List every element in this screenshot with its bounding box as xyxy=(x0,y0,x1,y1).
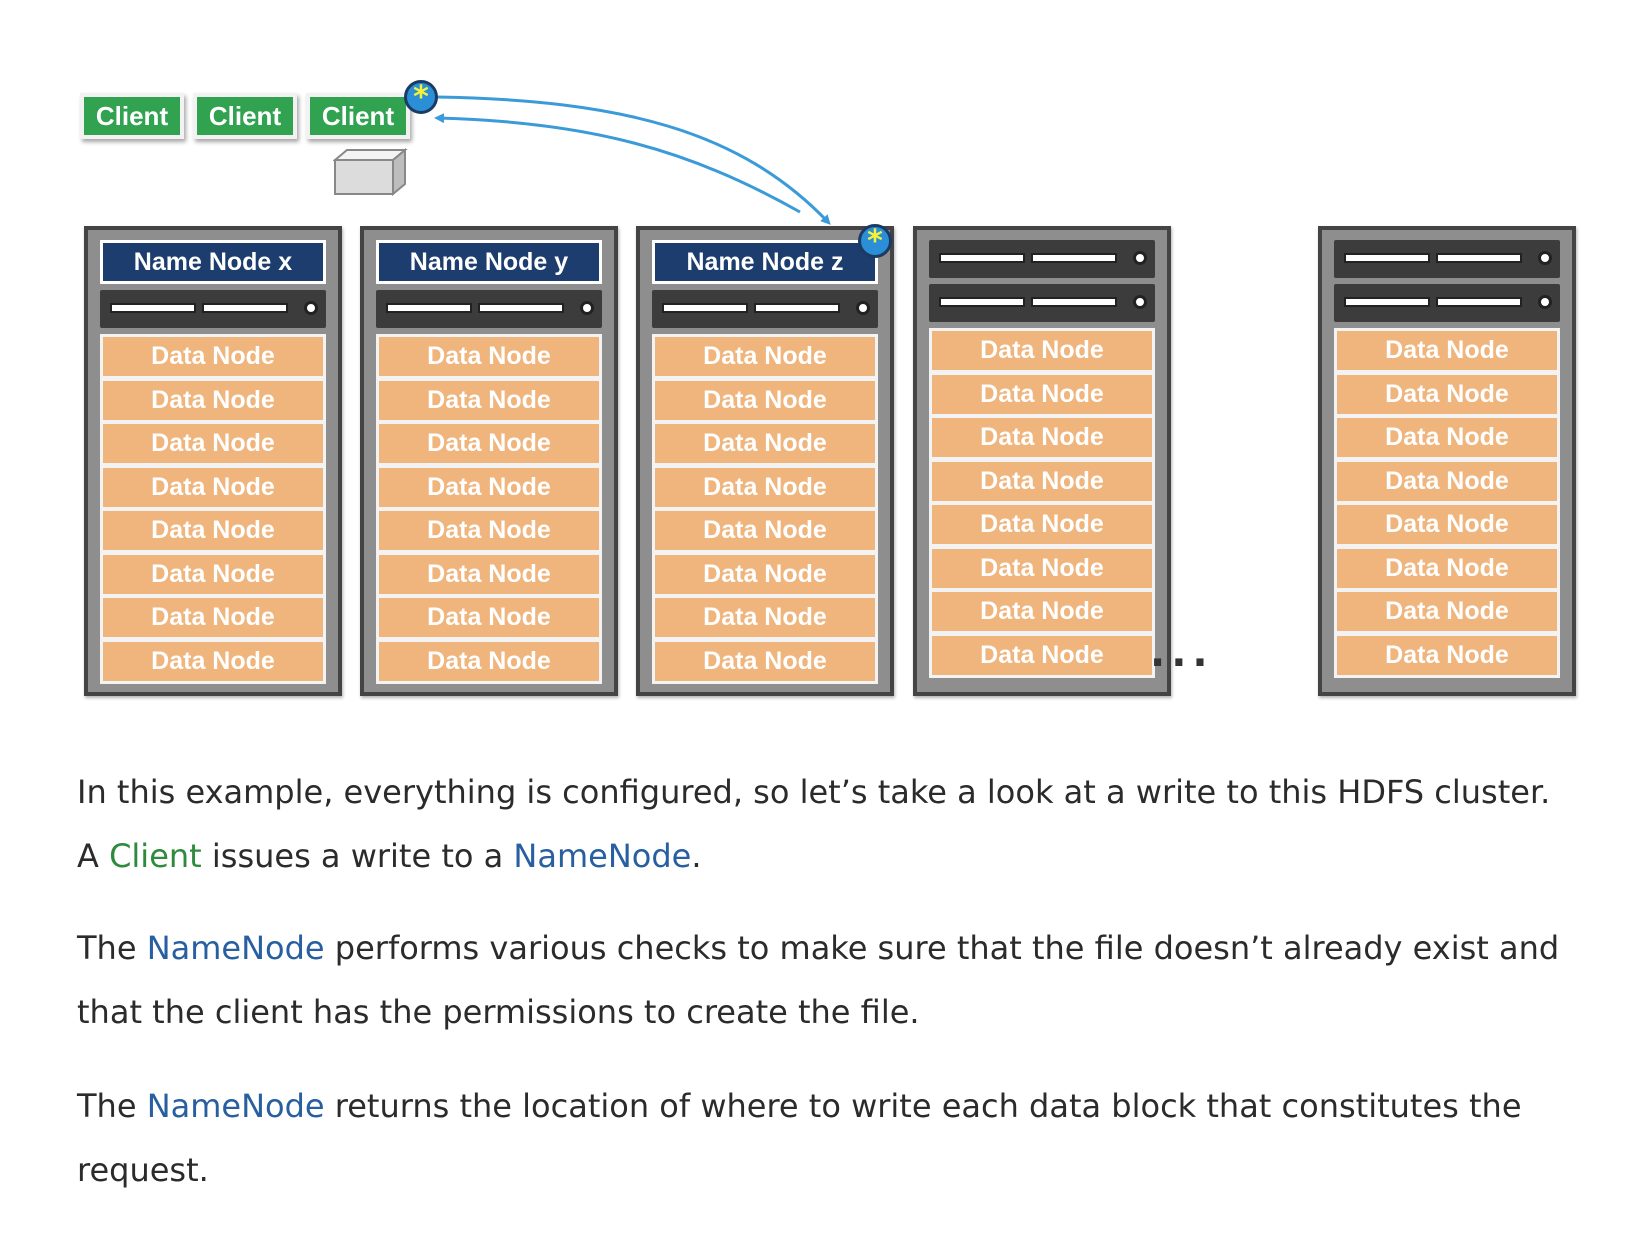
data-node: Data Node xyxy=(932,331,1152,370)
data-node: Data Node xyxy=(1337,505,1557,544)
data-node: Data Node xyxy=(932,548,1152,588)
server-unit xyxy=(929,240,1155,278)
data-node: Data Node xyxy=(655,380,875,420)
server-unit xyxy=(100,290,326,328)
data-node: Data Node xyxy=(655,511,875,550)
data-node: Data Node xyxy=(379,641,599,681)
data-node: Data Node xyxy=(655,424,875,463)
data-node: Data Node xyxy=(655,641,875,681)
data-node: Data Node xyxy=(655,337,875,376)
data-node: Data Node xyxy=(379,380,599,420)
data-node: Data Node xyxy=(379,467,599,507)
data-node: Data Node xyxy=(103,511,323,550)
data-node: Data Node xyxy=(1337,592,1557,631)
active-namenode-star-icon: * xyxy=(858,224,892,258)
data-node: Data Node xyxy=(103,467,323,507)
active-client-star-icon: * xyxy=(404,80,438,114)
power-led-icon xyxy=(1133,251,1147,265)
data-block-icon xyxy=(333,148,408,197)
client-box-active: Client xyxy=(306,93,410,139)
data-node: Data Node xyxy=(655,467,875,507)
data-node: Data Node xyxy=(932,505,1152,544)
arrow-client-to-namenode xyxy=(435,95,831,225)
data-node: Data Node xyxy=(103,337,323,376)
client-box: Client xyxy=(80,93,184,139)
name-node-label: Name Node y xyxy=(376,240,602,284)
data-node: Data Node xyxy=(932,635,1152,675)
data-node: Data Node xyxy=(379,511,599,550)
namenode-term: NameNode xyxy=(513,837,692,875)
data-node: Data Node xyxy=(103,554,323,594)
data-node: Data Node xyxy=(103,598,323,637)
server-unit xyxy=(929,284,1155,322)
power-led-icon xyxy=(1133,295,1147,309)
data-node: Data Node xyxy=(379,337,599,376)
client-term: Client xyxy=(109,837,202,875)
data-node: Data Node xyxy=(655,554,875,594)
data-node: Data Node xyxy=(1337,461,1557,501)
data-node: Data Node xyxy=(932,374,1152,414)
hdfs-cluster-diagram: Client Client Client Name Node x Data Nod… xyxy=(80,80,1576,696)
power-led-icon xyxy=(580,301,594,315)
name-node-label: Name Node z xyxy=(652,240,878,284)
server-unit xyxy=(652,290,878,328)
arrow-namenode-to-client xyxy=(434,113,801,214)
client-box: Client xyxy=(193,93,297,139)
paragraph-namenode-returns: The NameNode returns the location of whe… xyxy=(77,1087,1522,1189)
power-led-icon xyxy=(1538,251,1552,265)
data-node: Data Node xyxy=(932,418,1152,457)
data-node: Data Node xyxy=(103,641,323,681)
power-led-icon xyxy=(1538,295,1552,309)
data-node: Data Node xyxy=(103,380,323,420)
paragraph-client-write: In this example, everything is configure… xyxy=(77,773,1551,875)
server-unit xyxy=(1334,240,1560,278)
name-node-label: Name Node x xyxy=(100,240,326,284)
namenode-term: NameNode xyxy=(146,1087,325,1125)
data-node: Data Node xyxy=(1337,331,1557,370)
data-node: Data Node xyxy=(379,554,599,594)
write-request-arrows xyxy=(434,95,831,225)
data-node: Data Node xyxy=(103,424,323,463)
power-led-icon xyxy=(304,301,318,315)
server-unit xyxy=(1334,284,1560,322)
namenode-term: NameNode xyxy=(146,929,325,967)
data-node: Data Node xyxy=(655,598,875,637)
data-node: Data Node xyxy=(379,598,599,637)
data-node: Data Node xyxy=(1337,635,1557,675)
data-node: Data Node xyxy=(1337,548,1557,588)
data-node: Data Node xyxy=(932,461,1152,501)
data-node: Data Node xyxy=(1337,418,1557,457)
data-node: Data Node xyxy=(379,424,599,463)
server-unit xyxy=(376,290,602,328)
data-node: Data Node xyxy=(1337,374,1557,414)
data-node: Data Node xyxy=(932,592,1152,631)
more-racks-ellipsis: ... xyxy=(1150,630,1214,676)
paragraph-namenode-checks: The NameNode performs various checks to … xyxy=(77,929,1560,1031)
power-led-icon xyxy=(856,301,870,315)
